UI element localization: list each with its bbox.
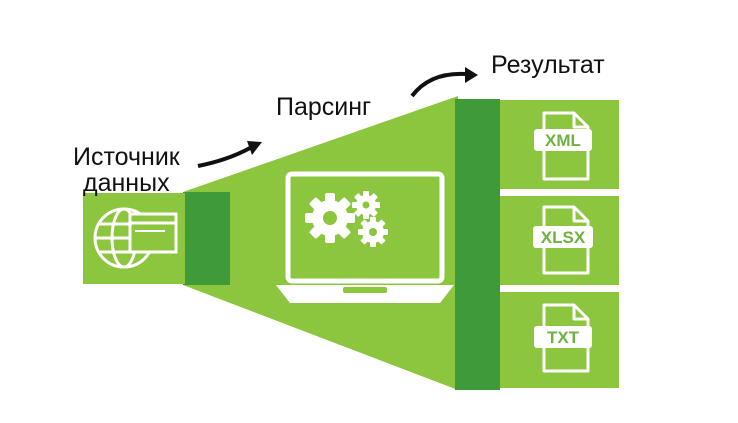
output-block-2: TXT bbox=[500, 292, 619, 388]
file-document-icon: XML bbox=[534, 111, 592, 181]
parsing-label: Парсинг bbox=[276, 93, 371, 121]
output-block-1: XLSX bbox=[500, 196, 619, 285]
globe-browser-icon bbox=[93, 207, 178, 269]
output-format-label: TXT bbox=[547, 328, 580, 347]
output-format-label: XLSX bbox=[541, 228, 586, 247]
arrow-to-parsing bbox=[197, 141, 262, 168]
file-document-icon: TXT bbox=[534, 303, 592, 373]
laptop-gears-icon bbox=[276, 171, 454, 303]
funnel-body bbox=[183, 96, 458, 390]
source-connector bbox=[183, 192, 230, 285]
output-connector bbox=[455, 99, 500, 390]
source-label-line2: данных bbox=[83, 169, 170, 197]
source-label: Источник bbox=[73, 143, 181, 171]
output-block-0: XML bbox=[500, 100, 619, 189]
result-label: Результат bbox=[491, 51, 605, 79]
arrow-to-result bbox=[410, 67, 478, 98]
output-format-label: XML bbox=[545, 131, 581, 150]
file-document-icon: XLSX bbox=[533, 205, 593, 275]
